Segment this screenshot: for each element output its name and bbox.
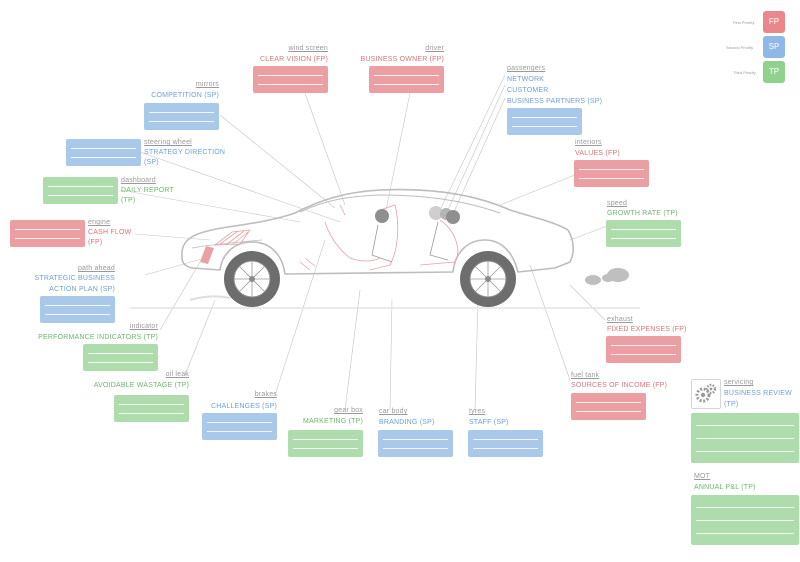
indicator-box (83, 344, 158, 371)
servicing-box (691, 413, 799, 463)
fuel-tank-box (571, 393, 646, 420)
legend-sp-swatch: SP (763, 36, 785, 58)
wheels (224, 251, 516, 307)
steering-wheel-line-1: STRATEGY DIRECTION (144, 149, 226, 156)
path-ahead-title: path ahead (77, 265, 115, 272)
driver-value: BUSINESS OWNER (FP) (360, 56, 444, 63)
servicing-line-2: (TP) (724, 401, 739, 408)
servicing-line-1: BUSINESS REVIEW (724, 390, 792, 397)
oil-leak-value: AVOIDABLE WASTAGE (TP) (93, 382, 189, 389)
passengers-line-3: BUSINESS PARTNERS (SP) (507, 98, 603, 105)
oil-leak-title: oil leak (165, 371, 189, 378)
gears-icon (691, 379, 721, 409)
leader-lines (119, 74, 611, 411)
interiors-box (574, 160, 649, 187)
exhaust-value: FIXED EXPENSES (FP) (607, 326, 687, 333)
mirrors-title: mirrors (195, 81, 219, 88)
passengers-line-2: CUSTOMER (507, 87, 549, 94)
car-interior (213, 204, 459, 271)
dashboard-line-2: (TP) (121, 197, 136, 204)
speed-value: GROWTH RATE (TP) (607, 210, 678, 217)
path-ahead-line-2: ACTION PLAN (SP) (49, 286, 115, 293)
legend-tp-swatch: TP (763, 61, 785, 83)
dashboard-box (43, 177, 118, 204)
path-ahead-line-1: STRATEGIC BUSINESS (34, 275, 115, 282)
brakes-value: CHALLENGES (SP) (210, 403, 277, 410)
people (375, 206, 460, 224)
exhaust-title: exhaust (607, 316, 633, 323)
car-body-box (378, 430, 453, 457)
legend-first-text: First Priority (733, 20, 755, 25)
car-body-title: car body (379, 408, 408, 415)
dashboard-title: dashboard (121, 177, 156, 184)
passengers-line-1: NETWORK (507, 76, 545, 83)
tyres-value: STAFF (SP) (469, 419, 509, 426)
legend-second-text: Second Priority (726, 45, 754, 50)
wind-screen-box (253, 66, 328, 93)
exhaust-box (606, 336, 681, 363)
servicing-title: servicing (724, 379, 754, 386)
mirrors-box (144, 103, 219, 130)
car-body-value: BRANDING (SP) (379, 419, 435, 426)
mot-value: ANNUAL P&L (TP) (694, 484, 756, 491)
passengers-title: passengers (507, 65, 546, 72)
engine-title: engine (88, 219, 111, 226)
oil-leak-box (114, 395, 189, 422)
tyres-box (468, 430, 543, 457)
indicator-value: PERFORMANCE INDICATORS (TP) (38, 334, 158, 341)
steering-wheel-box (66, 139, 141, 166)
gear-box-title: gear box (334, 407, 363, 414)
legend-third-text: Third Priority (733, 70, 756, 75)
car-body (181, 188, 574, 275)
wind-screen-value: CLEAR VISION (FP) (260, 56, 328, 63)
speed-title: speed (607, 200, 628, 207)
brakes-box (202, 413, 277, 440)
engine-line-2: (FP) (88, 239, 103, 246)
fuel-tank-title: fuel tank (571, 372, 600, 379)
mirrors-value: COMPETITION (SP) (151, 92, 219, 99)
fuel-tank-value: SOURCES OF INCOME (FP) (571, 382, 668, 389)
steering-wheel-line-2: (SP) (144, 159, 159, 166)
wind-screen-title: wind screen (288, 45, 328, 52)
legend-fp-swatch: FP (763, 11, 785, 33)
indicator-title: indicator (129, 323, 158, 330)
tyres-title: tyres (469, 408, 486, 415)
engine-box (10, 220, 85, 247)
engine-line-1: CASH FLOW (88, 229, 132, 236)
gear-box-box (288, 430, 363, 457)
path-ahead-box (40, 296, 115, 323)
interiors-title: interiors (575, 139, 602, 146)
road-shadow (130, 295, 640, 309)
steering-wheel-title: steering wheel (144, 139, 192, 146)
gear-box-value: MARKETING (TP) (303, 418, 363, 425)
mot-title: MOT (694, 473, 711, 480)
engine-mark (200, 246, 214, 264)
driver-box (369, 66, 444, 93)
exhaust-smoke (585, 268, 629, 285)
passengers-box (507, 108, 582, 135)
seat-lines (371, 221, 449, 263)
brakes-title: brakes (254, 391, 277, 398)
driver-title: driver (425, 45, 444, 52)
mot-box (691, 495, 799, 545)
interiors-value: VALUES (FP) (575, 150, 620, 157)
speed-box (606, 220, 681, 247)
dashboard-line-1: DAILY REPORT (121, 187, 174, 194)
